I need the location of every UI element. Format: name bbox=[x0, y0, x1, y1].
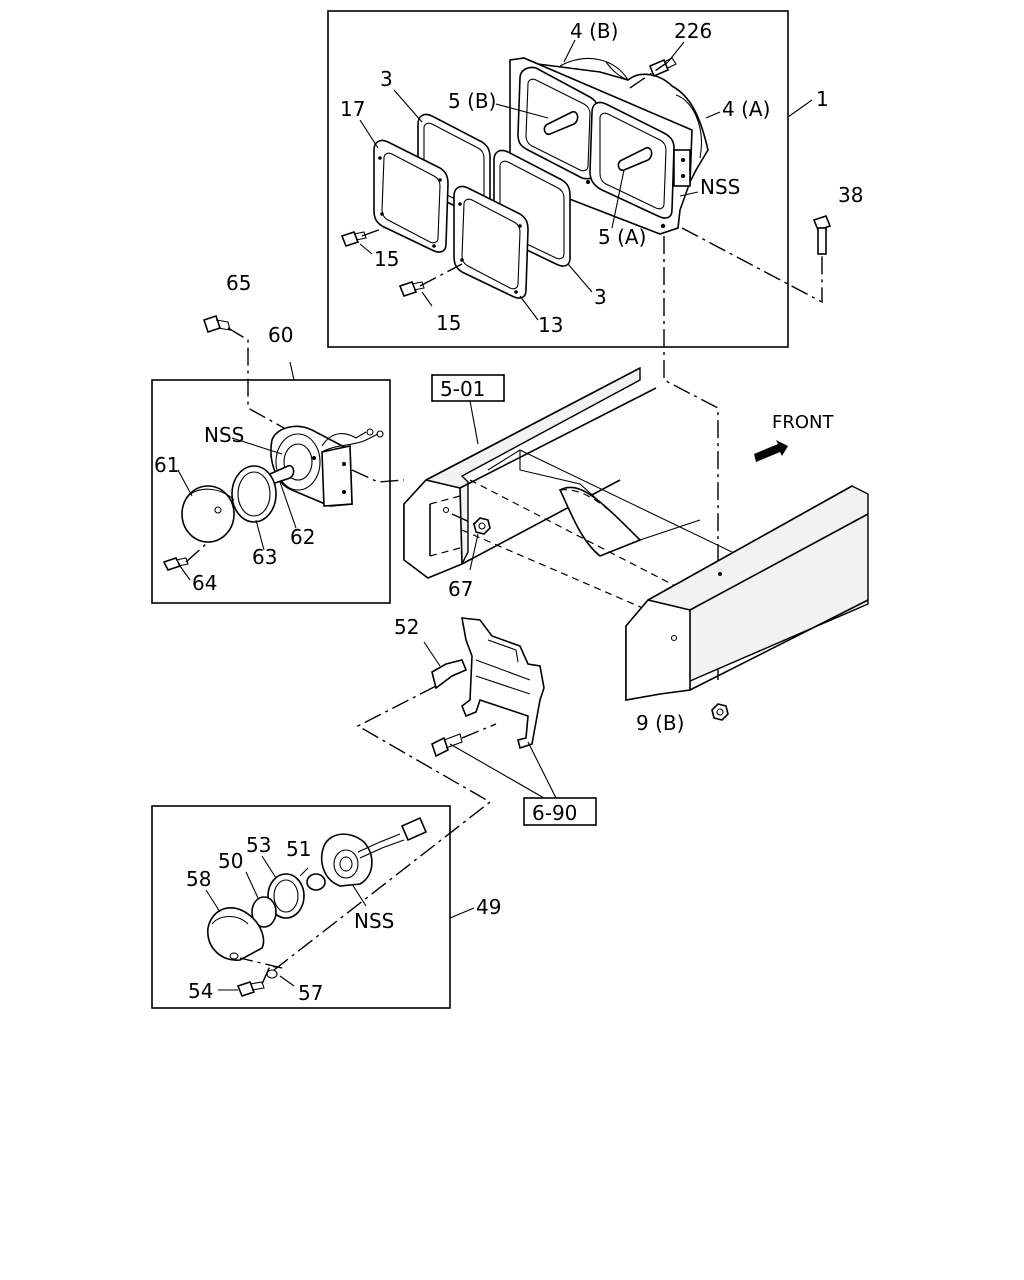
side-marker-box bbox=[151, 379, 391, 604]
label-50: 50 bbox=[218, 849, 243, 873]
label-52: 52 bbox=[394, 615, 419, 639]
label-3-upper: 3 bbox=[380, 67, 393, 91]
label-60: 60 bbox=[268, 323, 293, 347]
label-63: 63 bbox=[252, 545, 277, 569]
bolt-65 bbox=[202, 314, 231, 334]
label-54: 54 bbox=[188, 979, 213, 1003]
side-marker-group bbox=[151, 314, 405, 604]
screw-226 bbox=[648, 57, 677, 78]
screw-15-upper bbox=[340, 231, 367, 247]
label-62: 62 bbox=[290, 525, 315, 549]
lamp-unit-4b bbox=[517, 66, 599, 180]
label-13: 13 bbox=[538, 313, 563, 337]
bezel-13 bbox=[453, 185, 529, 299]
label-64: 64 bbox=[192, 571, 217, 595]
label-57: 57 bbox=[298, 981, 323, 1005]
bolt-38 bbox=[812, 215, 832, 255]
label-4b: 4 (B) bbox=[570, 19, 618, 43]
license-lamp-box bbox=[151, 805, 451, 1009]
label-53: 53 bbox=[246, 833, 271, 857]
bracket-tab bbox=[673, 149, 691, 187]
chassis-frame bbox=[403, 366, 869, 701]
bulb-5b bbox=[543, 110, 579, 136]
label-3-lower: 3 bbox=[594, 285, 607, 309]
label-61: 61 bbox=[154, 453, 179, 477]
nut-9b bbox=[711, 703, 729, 721]
reference-box-6-90 bbox=[523, 797, 597, 826]
license-lamp-group bbox=[151, 805, 475, 1009]
front-arrow-icon bbox=[754, 440, 788, 462]
nut-67 bbox=[451, 513, 491, 571]
headlamp-assembly-group bbox=[327, 10, 832, 680]
bezel-17 bbox=[373, 139, 449, 253]
label-5a: 5 (A) bbox=[598, 225, 646, 249]
label-nss-headlamp: NSS bbox=[700, 175, 740, 199]
label-4a: 4 (A) bbox=[722, 97, 770, 121]
label-49: 49 bbox=[476, 895, 501, 919]
label-15-upper: 15 bbox=[374, 247, 399, 271]
lamp-unit-4a bbox=[589, 101, 675, 219]
label-ref-6-90: 6-90 bbox=[532, 801, 577, 825]
bulb-5a bbox=[617, 146, 653, 172]
label-15-lower: 15 bbox=[436, 311, 461, 335]
label-1: 1 bbox=[816, 87, 829, 111]
callout-labels: 4 (B) 226 3 5 (B) 4 (A) 1 17 NSS 38 5 (A… bbox=[154, 19, 863, 1005]
reference-box-5-01 bbox=[431, 374, 505, 445]
label-9b: 9 (B) bbox=[636, 711, 684, 735]
label-38: 38 bbox=[838, 183, 863, 207]
screw-15-lower bbox=[398, 281, 425, 297]
label-226: 226 bbox=[674, 19, 712, 43]
label-nss-license: NSS bbox=[354, 909, 394, 933]
label-5b: 5 (B) bbox=[448, 89, 496, 113]
label-17: 17 bbox=[340, 97, 365, 121]
headlamp-assembly-box bbox=[327, 10, 789, 348]
label-51: 51 bbox=[286, 837, 311, 861]
label-67: 67 bbox=[448, 577, 473, 601]
label-front: FRONT bbox=[772, 412, 834, 433]
label-nss-marker: NSS bbox=[204, 423, 244, 447]
label-ref-5-01: 5-01 bbox=[440, 377, 485, 401]
label-58: 58 bbox=[186, 867, 211, 891]
label-65: 65 bbox=[226, 271, 251, 295]
bracket-group bbox=[273, 617, 597, 971]
